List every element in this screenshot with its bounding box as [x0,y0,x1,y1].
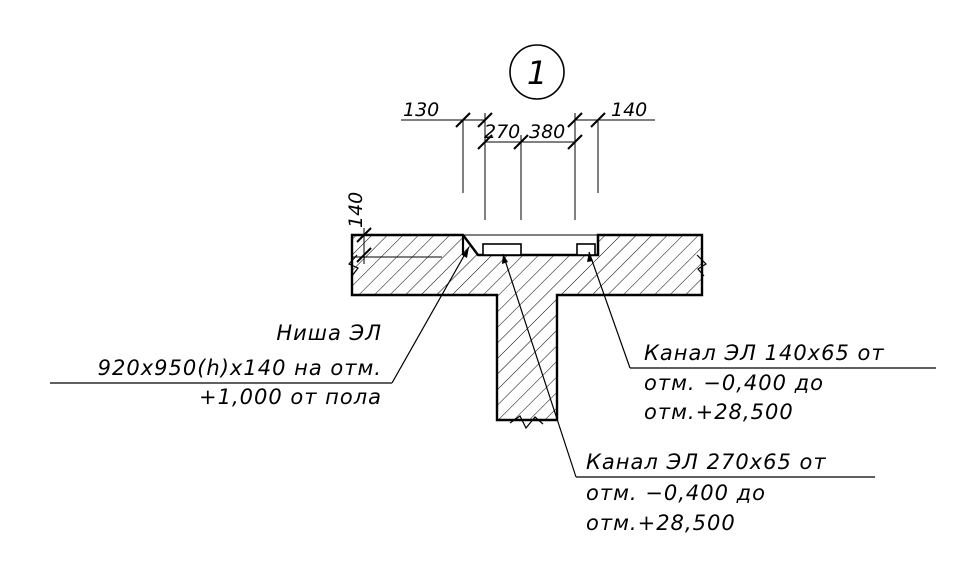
niche-label-line2: 920x950(h)x140 на отм. [98,356,382,380]
break-mark-right [696,254,707,277]
dim-label-270: 270 [484,121,520,143]
dim-label-380: 380 [529,121,565,143]
channel-270-label-line3: отм.+28,500 [586,511,736,535]
break-mark-left [348,254,359,277]
niche-label-line3: +1,000 от пола [199,385,382,409]
niche-label-line1: Ниша ЭЛ [276,321,382,345]
channel-140 [576,243,596,256]
section-marker-label: 1 [527,54,547,92]
leader-channel-270: Канал ЭЛ 270x65 от отм. −0,400 до отм.+2… [502,253,875,535]
dim-label-140-top: 140 [611,99,647,121]
dim-label-140-vertical: 140 [345,192,367,228]
channel-140-label-line1: Канал ЭЛ 140x65 от [644,341,885,365]
channel-140-label-line2: отм. −0,400 до [644,371,824,395]
leader-channel-140: Канал ЭЛ 140x65 от отм. −0,400 до отм.+2… [587,251,936,424]
break-mark-bottom [509,415,544,430]
dimension-middle: 270 380 [477,121,583,220]
channel-270-label-line1: Канал ЭЛ 270x65 от [586,450,827,474]
dimension-vertical: 140 [345,192,372,264]
section-marker: 1 [509,44,565,100]
channel-140-label-line3: отм.+28,500 [644,400,794,424]
channel-270 [482,243,522,256]
dimension-top: 130 140 [401,99,655,220]
dim-label-130: 130 [403,99,439,121]
leader-niche: Ниша ЭЛ 920x950(h)x140 на отм. +1,000 от… [50,246,470,409]
channel-270-label-line2: отм. −0,400 до [586,481,766,505]
